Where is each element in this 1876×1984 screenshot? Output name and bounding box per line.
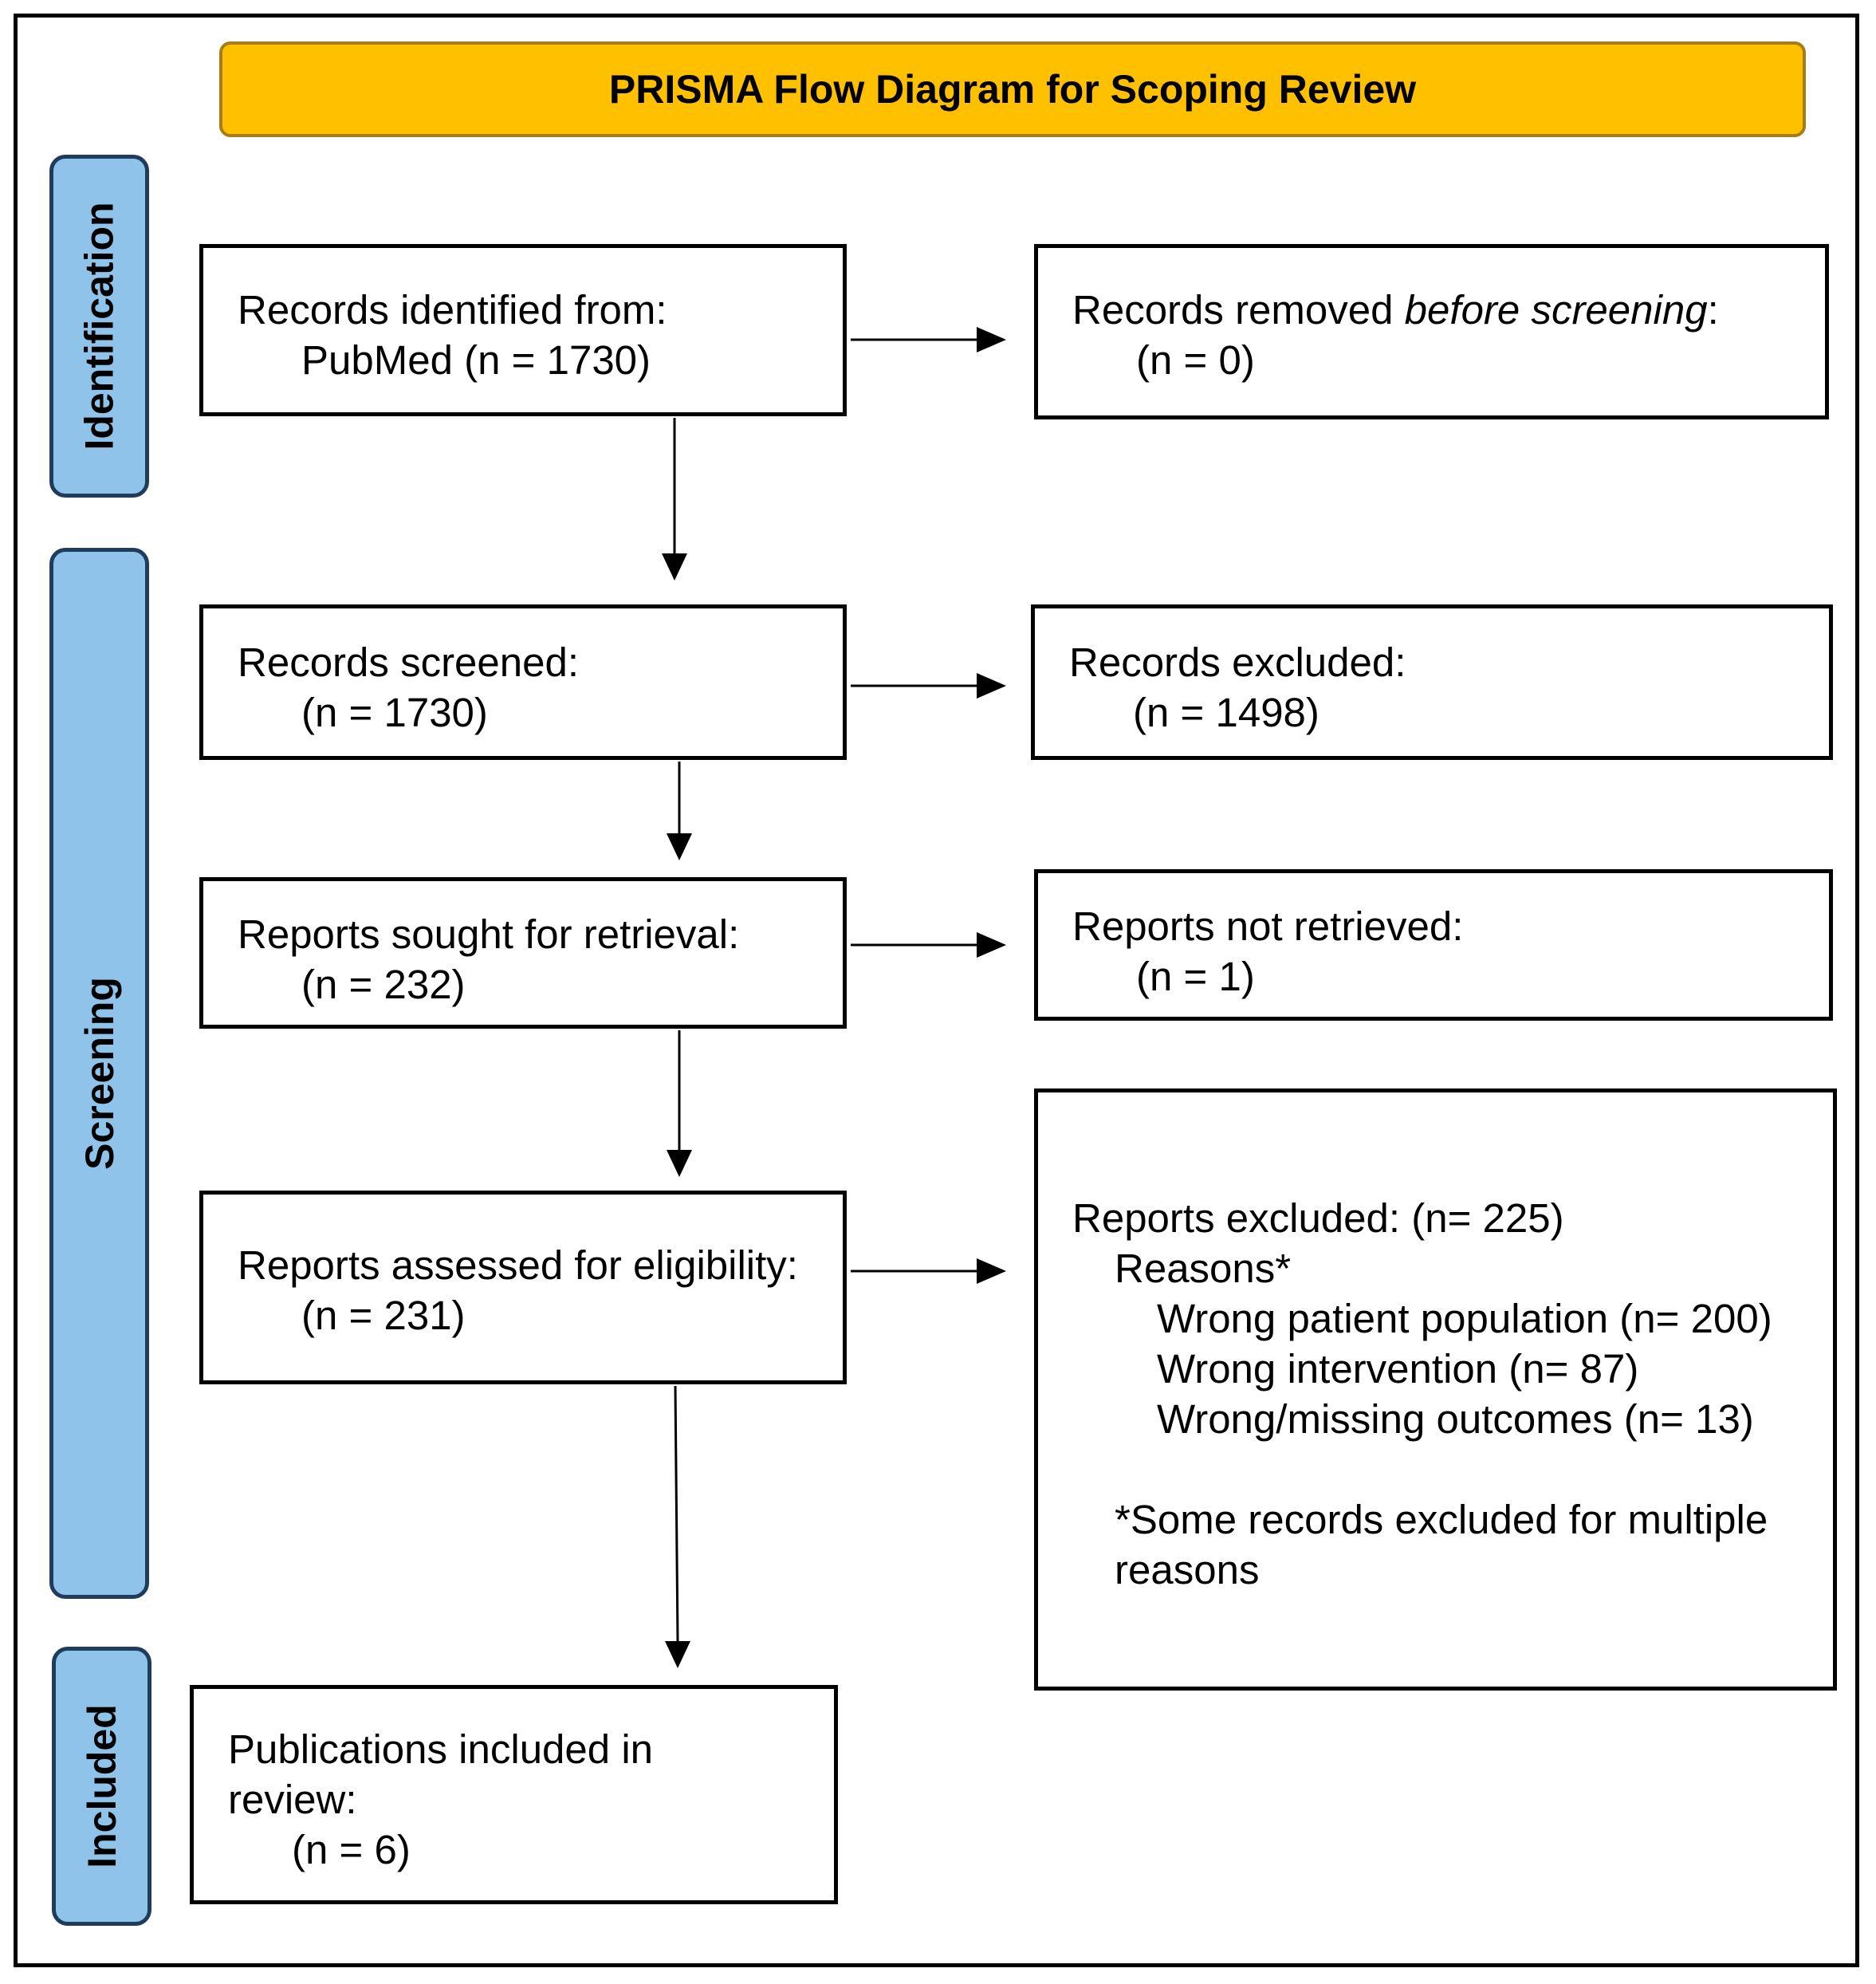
records-excluded-count: (n = 1498) bbox=[1133, 690, 1319, 735]
reason-item: Wrong patient population (n= 200) bbox=[1157, 1296, 1772, 1341]
reports-assessed-label: Reports assessed for eligibility: bbox=[238, 1242, 798, 1288]
records-identified-label: Records identified from: bbox=[238, 287, 667, 333]
diagram-title: PRISMA Flow Diagram for Scoping Review bbox=[219, 41, 1806, 137]
box-publications-included: Publications included in review: (n = 6) bbox=[190, 1685, 838, 1904]
arrow-to-records-excluded bbox=[851, 673, 1006, 699]
stage-included: Included bbox=[52, 1647, 151, 1926]
arrow-to-reports-sought bbox=[667, 762, 692, 860]
box-records-removed: Records removed before screening: (n = 0… bbox=[1034, 244, 1829, 419]
reports-not-retrieved-label: Reports not retrieved: bbox=[1072, 903, 1464, 949]
reports-sought-label: Reports sought for retrieval: bbox=[238, 911, 740, 957]
arrow-to-reports-assessed bbox=[667, 1030, 692, 1177]
arrow-to-records-screened bbox=[662, 418, 687, 581]
arrow-to-records-removed bbox=[851, 327, 1006, 352]
box-records-excluded: Records excluded: (n = 1498) bbox=[1031, 604, 1833, 760]
records-identified-count: PubMed (n = 1730) bbox=[301, 337, 651, 383]
stage-screening: Screening bbox=[49, 548, 149, 1599]
box-reports-sought: Reports sought for retrieval: (n = 232) bbox=[199, 877, 847, 1029]
box-reports-assessed: Reports assessed for eligibility: (n = 2… bbox=[199, 1191, 847, 1384]
box-records-screened: Records screened: (n = 1730) bbox=[199, 604, 847, 760]
reasons-note: *Some records excluded for multiple bbox=[1115, 1497, 1768, 1542]
reports-excluded-label: Reports excluded: (n= 225) bbox=[1072, 1195, 1564, 1241]
reason-item: Wrong/missing outcomes (n= 13) bbox=[1157, 1396, 1754, 1442]
box-records-identified: Records identified from: PubMed (n = 173… bbox=[199, 244, 847, 416]
reports-sought-count: (n = 232) bbox=[301, 962, 466, 1007]
arrow-to-reports-excluded bbox=[851, 1258, 1006, 1284]
records-excluded-label: Records excluded: bbox=[1069, 640, 1406, 685]
reports-not-retrieved-count: (n = 1) bbox=[1136, 954, 1255, 999]
records-removed-label: Records removed before screening: bbox=[1072, 287, 1719, 333]
records-screened-label: Records screened: bbox=[238, 640, 580, 685]
publications-included-label: Publications included in bbox=[228, 1726, 654, 1772]
stage-identification: Identification bbox=[49, 155, 149, 498]
reasons-label: Reasons* bbox=[1115, 1246, 1292, 1291]
records-removed-count: (n = 0) bbox=[1136, 337, 1255, 383]
arrow-to-reports-not-retrieved bbox=[851, 932, 1006, 958]
reasons-note-continued: reasons bbox=[1115, 1547, 1260, 1592]
diagram-frame bbox=[14, 14, 1859, 1967]
arrow-to-publications-included bbox=[665, 1385, 690, 1668]
box-reports-not-retrieved: Reports not retrieved: (n = 1) bbox=[1034, 869, 1833, 1021]
publications-included-count: (n = 6) bbox=[292, 1827, 411, 1872]
reports-assessed-count: (n = 231) bbox=[301, 1293, 466, 1338]
records-screened-count: (n = 1730) bbox=[301, 690, 488, 735]
publications-included-label-continued: review: bbox=[228, 1777, 357, 1822]
reason-item: Wrong intervention (n= 87) bbox=[1157, 1346, 1639, 1392]
box-reports-excluded: Reports excluded: (n= 225) Reasons* Wron… bbox=[1034, 1088, 1837, 1691]
